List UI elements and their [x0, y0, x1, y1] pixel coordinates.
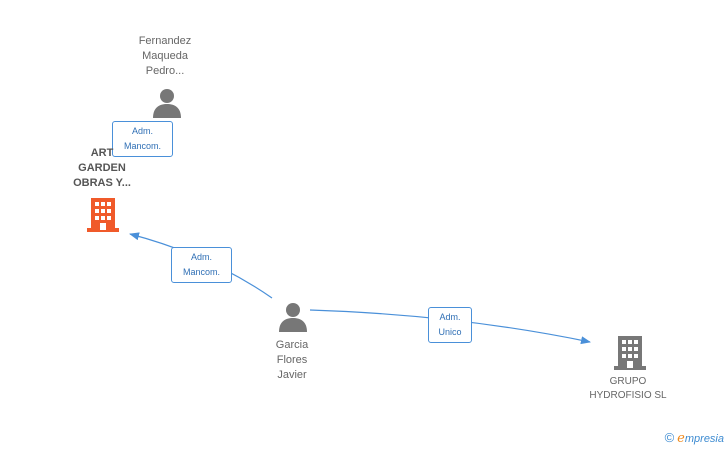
empresia-watermark: ©empresia	[665, 430, 724, 446]
edge-label-line1: Adm.	[439, 312, 461, 322]
edge-label-line2: Mancom.	[182, 267, 220, 277]
person-garcia-label[interactable]: Garcia Flores Javier	[275, 339, 309, 381]
person-icon[interactable]	[152, 88, 182, 118]
brand-e: e	[677, 431, 685, 446]
brand-name: mpresia	[684, 433, 724, 445]
person-icon[interactable]	[278, 302, 308, 332]
person-fernandez-label[interactable]: Fernandez Maqueda Pedro...	[138, 35, 192, 77]
company-grupo-label[interactable]: GRUPO HYDROFISIO SL	[589, 376, 667, 401]
company-art-garden-label[interactable]: ART GARDEN OBRAS Y...	[73, 147, 131, 189]
edge-label-garcia-art[interactable]: Adm. Mancom.	[171, 247, 232, 283]
edge-label-line2: Mancom.	[123, 141, 161, 151]
edge-label-line1: Adm.	[190, 252, 212, 262]
edge-label-garcia-grupo[interactable]: Adm. Unico	[428, 307, 472, 343]
building-icon[interactable]	[87, 198, 119, 232]
edge-label-line1: Adm.	[131, 126, 153, 136]
edge-label-fernandez-art[interactable]: Adm. Mancom.	[112, 121, 173, 157]
edge-label-line2: Unico	[438, 327, 462, 337]
building-icon[interactable]	[614, 336, 646, 370]
copyright-icon: ©	[664, 430, 675, 445]
